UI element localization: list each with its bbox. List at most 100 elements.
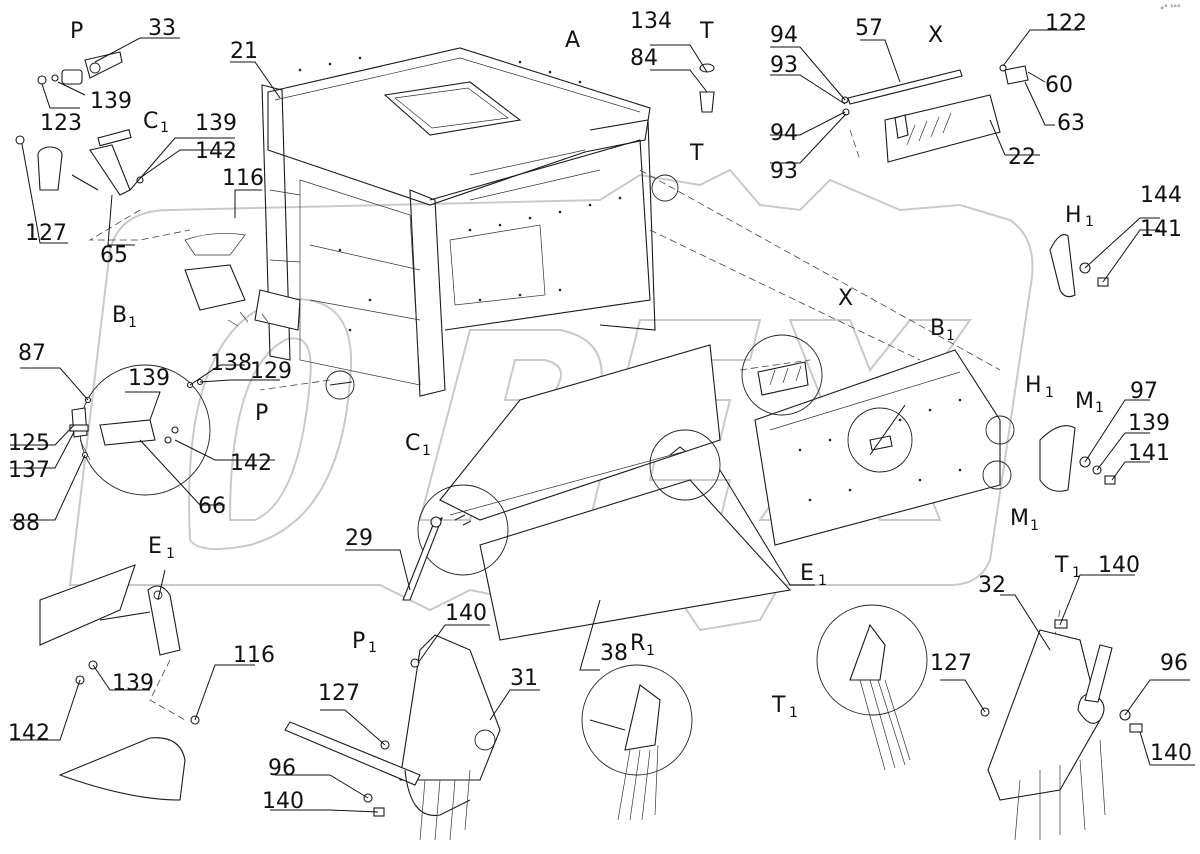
callout-140-right: 140: [1150, 741, 1192, 766]
callout-123: 123: [40, 111, 82, 136]
zone-label-b1-left: B: [112, 303, 127, 328]
zone-label-e1-mid: E: [800, 561, 814, 586]
detail-h1-right: [1049, 234, 1109, 298]
corner-mark: »° °°°: [1160, 4, 1181, 12]
callout-141-top: 141: [1140, 217, 1182, 242]
callout-140-bottom: 140: [262, 789, 304, 814]
zone-label-t1-bottom-sub: 1: [789, 705, 798, 721]
callout-88: 88: [12, 511, 40, 536]
detail-c1-top: [15, 129, 144, 196]
panel-right: [741, 334, 1015, 546]
callout-60: 60: [1045, 73, 1073, 98]
zone-label-c1-mid: C: [405, 431, 420, 456]
callout-38: 38: [600, 641, 628, 666]
zone-label-h1-mid-sub: 1: [1045, 385, 1054, 401]
detail-p-top: [37, 51, 123, 85]
zone-label-p-top: P: [70, 19, 83, 44]
callout-21: 21: [230, 39, 258, 64]
callout-142-e1: 142: [8, 721, 50, 746]
callout-63: 63: [1057, 111, 1085, 136]
zone-label-t-mid: T: [689, 141, 704, 166]
zone-label-e1-left-sub: 1: [166, 546, 175, 562]
zone-label-p-mid: P: [255, 401, 268, 426]
zone-label-c1-top-sub: 1: [160, 120, 169, 136]
callout-57: 57: [855, 16, 883, 41]
callout-134: 134: [630, 9, 672, 34]
zone-label-t1-right-sub: 1: [1072, 565, 1081, 581]
zone-label-t1-bottom: T: [771, 693, 786, 718]
callout-32: 32: [978, 573, 1006, 598]
callout-22: 22: [1008, 145, 1036, 170]
callout-139-m1: 139: [1128, 411, 1170, 436]
callout-138: 138: [210, 351, 252, 376]
zone-label-b1-left-sub: 1: [128, 315, 137, 331]
assembly-32: [980, 619, 1143, 841]
callout-137: 137: [8, 458, 50, 483]
callout-97: 97: [1130, 379, 1158, 404]
callout-139-b1: 139: [128, 366, 170, 391]
zone-labels: A X P T T C 1 H 1 B 1 P X B 1 H 1 M 1 C …: [70, 19, 1104, 721]
zone-label-p1-bottom: P: [352, 629, 365, 654]
callout-122: 122: [1045, 11, 1087, 36]
callout-125: 125: [8, 431, 50, 456]
callout-127-bottom: 127: [318, 681, 360, 706]
callout-140-p1: 140: [445, 601, 487, 626]
callout-94-b: 94: [770, 121, 798, 146]
zone-label-b1-mid-sub: 1: [946, 328, 955, 344]
zone-label-t-top: T: [699, 19, 714, 44]
callout-129: 129: [250, 359, 292, 384]
callout-65: 65: [100, 243, 128, 268]
callout-96-bottom: 96: [268, 756, 296, 781]
zone-label-p1-bottom-sub: 1: [368, 640, 377, 656]
part-callouts: 33 123 139 21 134 84 94 93 57 122 60 63 …: [8, 9, 1192, 814]
zone-label-e1-left: E: [148, 534, 162, 559]
assembly-31: [284, 634, 501, 841]
zone-label-e1-mid-sub: 1: [818, 573, 827, 589]
zone-label-h1-right-sub: 1: [1085, 214, 1094, 230]
detail-e1-left: [39, 564, 200, 801]
detail-m1-right: [1039, 425, 1116, 492]
callout-127-top: 127: [25, 221, 67, 246]
callout-140-t1: 140: [1098, 553, 1140, 578]
callout-84: 84: [630, 46, 658, 71]
zone-label-b1-mid: B: [930, 316, 945, 341]
detail-r1: [581, 664, 693, 821]
detail-t-top: [651, 63, 715, 202]
detail-x-top: [841, 64, 1029, 163]
callout-141-m1: 141: [1128, 441, 1170, 466]
zone-label-t1-right: T: [1054, 553, 1069, 578]
callout-66: 66: [198, 494, 226, 519]
zone-label-x-mid: X: [838, 286, 853, 311]
callout-116-bottom: 116: [233, 643, 275, 668]
callout-33: 33: [148, 16, 176, 41]
callout-142-b1: 142: [230, 451, 272, 476]
callout-96-right: 96: [1160, 651, 1188, 676]
callout-139-e1: 139: [112, 671, 154, 696]
callout-127-right: 127: [930, 651, 972, 676]
zone-label-r1-bottom-sub: 1: [646, 643, 655, 659]
zone-label-r1-bottom: R: [630, 631, 645, 656]
callout-93-b: 93: [770, 159, 798, 184]
callout-93-a: 93: [770, 53, 798, 78]
detail-b1-left: [69, 364, 211, 496]
callout-144: 144: [1140, 183, 1182, 208]
callout-31: 31: [510, 666, 538, 691]
zone-label-c1-top: C: [143, 109, 158, 134]
callout-94-a: 94: [770, 23, 798, 48]
callout-29: 29: [345, 526, 373, 551]
main-frame-assembly: [184, 47, 656, 397]
zone-label-a: A: [565, 28, 580, 53]
zone-label-c1-mid-sub: 1: [422, 443, 431, 459]
panel-38: [402, 344, 792, 641]
callout-139-top: 139: [90, 89, 132, 114]
leader-lines: [10, 29, 1195, 813]
zone-label-h1-right: H: [1065, 203, 1082, 228]
zone-label-m1-right: M: [1075, 389, 1094, 414]
detail-t1-bottom: [816, 604, 928, 771]
watermark-logo: [68, 168, 1034, 632]
zone-label-x-top: X: [928, 23, 943, 48]
zone-label-h1-mid: H: [1025, 373, 1042, 398]
callout-116-top: 116: [222, 166, 264, 191]
